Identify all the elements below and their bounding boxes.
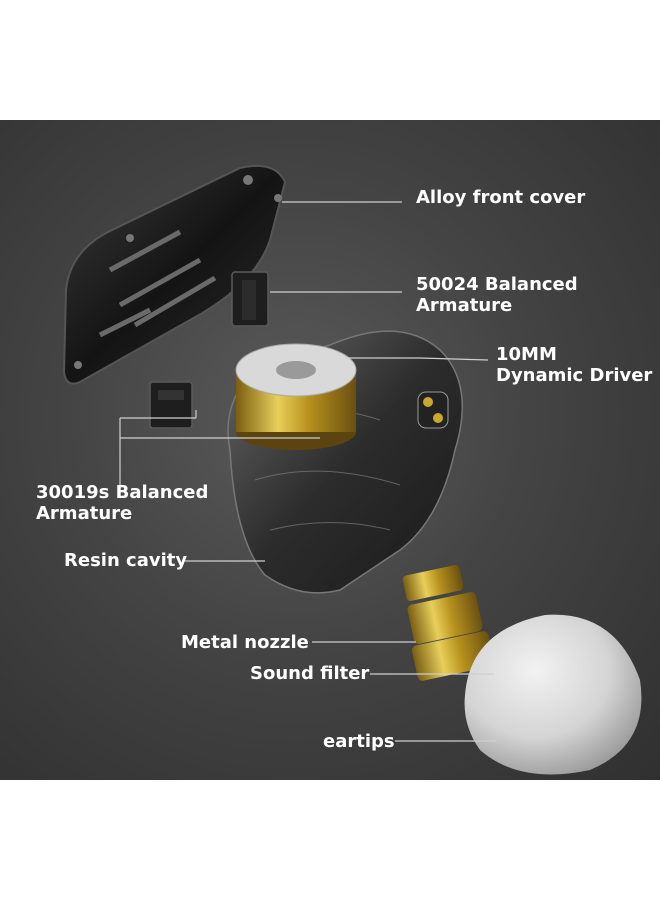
label-30019s-line2: Armature xyxy=(36,503,133,524)
label-resin-cavity: Resin cavity xyxy=(64,550,188,571)
label-50024-line1: 50024 Balanced xyxy=(416,274,578,295)
label-50024-balanced-armature: 50024 Balanced Armature xyxy=(416,274,578,316)
ba-50024-shape xyxy=(231,271,269,327)
label-metal-nozzle: Metal nozzle xyxy=(181,632,309,653)
ba-30019s-shape xyxy=(149,381,193,429)
label-alloy-front-cover: Alloy front cover xyxy=(416,187,586,208)
front-cover-shape xyxy=(62,164,287,385)
label-50024-line2: Armature xyxy=(416,295,513,316)
eartip-shape xyxy=(464,614,642,775)
label-10mm-dynamic-driver: 10MM Dynamic Driver xyxy=(496,344,652,386)
label-30019s-balanced-armature: 30019s Balanced Armature xyxy=(36,482,208,524)
exploded-earphone-illustration xyxy=(62,164,642,775)
label-sound-filter: Sound filter xyxy=(250,663,370,684)
product-diagram-panel: Alloy front cover 50024 Balanced Armatur… xyxy=(0,120,660,780)
label-30019s-line1: 30019s Balanced xyxy=(36,482,209,503)
label-dd-line1: 10MM xyxy=(496,344,557,365)
label-dd-line2: Dynamic Driver xyxy=(496,365,653,386)
leader-lines xyxy=(119,201,496,742)
metal-nozzle-shape xyxy=(402,564,494,681)
dynamic-driver-shape xyxy=(235,343,357,450)
label-eartips: eartips xyxy=(323,731,395,752)
